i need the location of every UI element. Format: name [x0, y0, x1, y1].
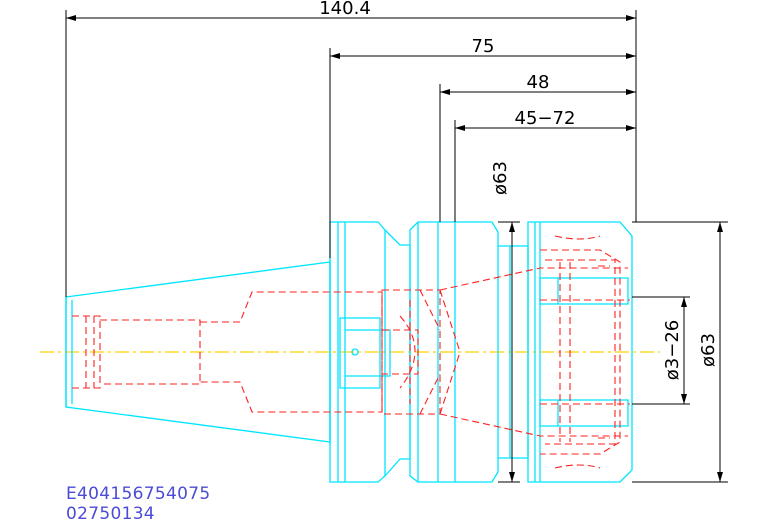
extension-lines	[65, 10, 728, 483]
dim-bore-range: ø3−26	[662, 320, 683, 380]
dim-body-to-nose: 48	[527, 72, 550, 93]
dimension-lines	[66, 15, 723, 482]
dim-clamp-range: 45−72	[515, 108, 576, 129]
nut	[527, 221, 633, 483]
dim-nut-diameter: ø63	[698, 333, 719, 367]
order-number: 02750134	[66, 504, 155, 524]
flange	[329, 221, 386, 483]
hidden-lines	[72, 235, 630, 469]
part-number: E404156754075	[66, 484, 211, 504]
dim-overall-length: 140.4	[319, 0, 371, 19]
dim-flange-to-nose: 75	[472, 36, 495, 57]
dim-body-diameter: ø63	[490, 161, 511, 195]
body	[438, 221, 499, 483]
